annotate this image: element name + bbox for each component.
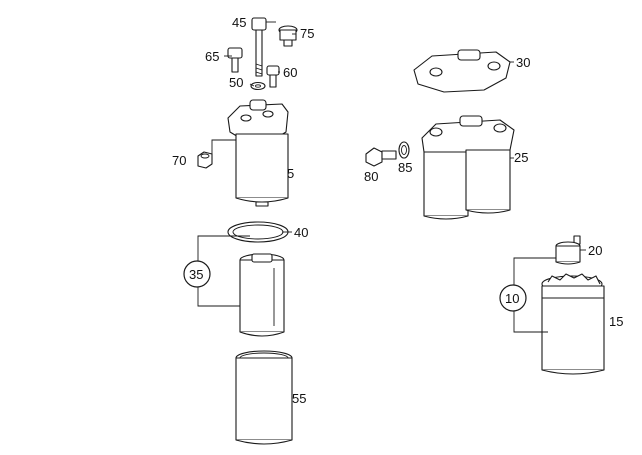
callout-10: 10 xyxy=(505,291,519,306)
callout-20: 20 xyxy=(588,243,602,258)
part-5-filter-housing[interactable] xyxy=(227,99,289,207)
part-40-seal-ring[interactable] xyxy=(227,221,289,243)
part-15-spin-on-filter[interactable] xyxy=(541,273,605,375)
callout-75: 75 xyxy=(300,26,314,41)
callout-50: 50 xyxy=(229,75,243,90)
callout-25: 25 xyxy=(514,150,528,165)
part-20-cap[interactable] xyxy=(555,235,581,265)
part-55-filter-bowl[interactable] xyxy=(235,350,293,445)
callout-70: 70 xyxy=(172,153,186,168)
part-25-double-filter[interactable] xyxy=(421,115,515,220)
part-80-banjo-bolt[interactable] xyxy=(365,147,397,167)
part-35-filter-element[interactable] xyxy=(239,253,285,337)
callout-circle-35 xyxy=(183,260,211,288)
callout-45: 45 xyxy=(232,15,246,30)
callout-30: 30 xyxy=(516,55,530,70)
callout-60: 60 xyxy=(283,65,297,80)
part-60-screw[interactable] xyxy=(266,65,280,88)
part-70-nut[interactable] xyxy=(197,151,213,169)
callout-5: 5 xyxy=(287,166,294,181)
part-75-plug[interactable] xyxy=(278,25,298,47)
part-50-washer[interactable] xyxy=(250,81,266,91)
callout-80: 80 xyxy=(364,169,378,184)
part-30-filter-head[interactable] xyxy=(413,49,511,93)
callout-15: 15 xyxy=(609,314,623,329)
callout-35: 35 xyxy=(189,267,203,282)
part-65-screw[interactable] xyxy=(227,47,243,73)
callout-40: 40 xyxy=(294,225,308,240)
callout-65: 65 xyxy=(205,49,219,64)
callout-55: 55 xyxy=(292,391,306,406)
part-45-bolt[interactable] xyxy=(251,17,267,77)
callout-circle-10 xyxy=(499,284,527,312)
part-85-seal[interactable] xyxy=(398,141,410,159)
callout-85: 85 xyxy=(398,160,412,175)
